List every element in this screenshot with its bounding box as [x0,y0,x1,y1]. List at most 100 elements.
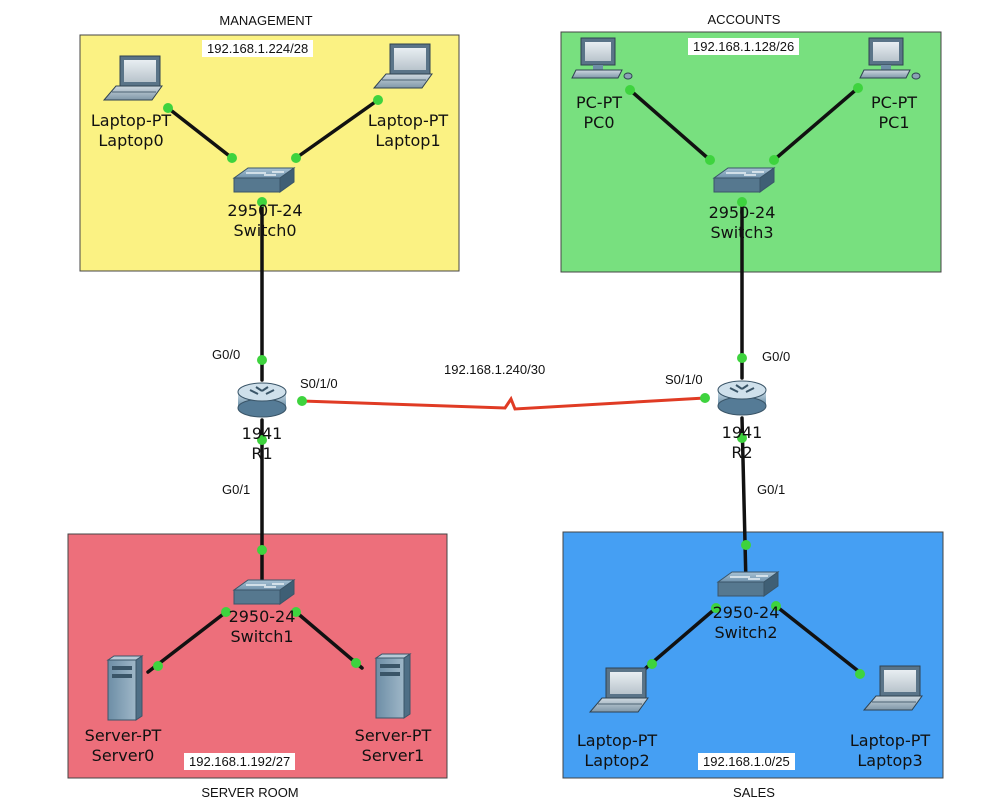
device-model: 1941 [241,424,283,443]
device-name: Laptop3 [857,751,923,770]
area-title-management: MANAGEMENT [219,13,313,28]
device-model: PC-PT [870,93,917,112]
device-label-switch2: 2950-24 Switch2 [671,603,821,643]
device-model: PC-PT [575,93,622,112]
port-dot [227,153,237,163]
port-dot [257,435,267,445]
subnet-note-management: 192.168.1.224/28 [202,40,314,57]
device-label-pc0: PC-PT PC0 [524,93,674,133]
router-icon[interactable] [237,382,287,418]
port-dot [737,433,747,443]
link-r2-switch2 [740,416,748,586]
port-dot [257,355,267,365]
link-pc0-switch3 [628,88,712,162]
device-model: 2950-24 [712,603,780,622]
subnet-note-sales: 192.168.1.0/25 [698,753,795,770]
device-label-server0: Server-PT Server0 [48,726,198,766]
port-dot [769,155,779,165]
link-pc1-switch3 [772,86,860,162]
port-dot [705,155,715,165]
port-dot [257,197,267,207]
device-label-switch0: 2950T-24 Switch0 [190,201,340,241]
port-dot [221,607,231,617]
device-model: Server-PT [354,726,432,745]
device-label-laptop0: Laptop-PT Laptop0 [56,111,206,151]
device-label-r1: 1941 R1 [187,424,337,464]
port-dot [291,607,301,617]
area-title-server-room: SERVER ROOM [201,785,299,800]
link-switch2-laptop3 [774,604,864,676]
subnet-note-server-room: 192.168.1.192/27 [184,753,296,770]
device-label-laptop1: Laptop-PT Laptop1 [333,111,483,151]
device-model: 2950-24 [708,203,776,222]
device-label-r2: 1941 R2 [667,423,817,463]
device-name: Switch2 [714,623,778,642]
device-model: 1941 [721,423,763,442]
port-dot [771,601,781,611]
port-dot [373,95,383,105]
device-name: Switch1 [230,627,294,646]
device-name: Laptop0 [98,131,164,150]
device-name: PC0 [583,113,615,132]
port-label-r2-g00: G0/0 [762,349,791,364]
device-model: Server-PT [84,726,162,745]
link-switch1-server1 [294,610,364,670]
switch-icon[interactable] [717,571,779,597]
link-switch2-laptop2 [644,606,718,670]
device-model: 2950T-24 [227,201,303,220]
serial-link-r1-r2 [301,395,706,411]
device-model: 2950-24 [228,607,296,626]
device-name: Switch3 [710,223,774,242]
port-dot [163,103,173,113]
port-dot [297,396,307,406]
switch-icon[interactable] [233,579,295,605]
port-dot [647,659,657,669]
port-dot [257,545,267,555]
device-label-laptop3: Laptop-PT Laptop3 [815,731,965,771]
port-status-dots [153,83,865,679]
device-name: R1 [251,444,273,463]
device-name: Laptop1 [375,131,441,150]
links [146,86,864,676]
port-dot [853,83,863,93]
device-label-pc1: PC-PT PC1 [819,93,969,133]
router-icon[interactable] [717,380,767,416]
port-dot [855,669,865,679]
port-label-r2-g01: G0/1 [757,482,786,497]
area-title-sales: SALES [733,785,775,800]
device-label-laptop2: Laptop-PT Laptop2 [542,731,692,771]
link-laptop1-switch0 [294,98,380,160]
switch-icon[interactable] [233,167,295,193]
port-dot [625,85,635,95]
device-name: PC1 [878,113,910,132]
device-name: R2 [731,443,753,462]
subnet-note-accounts: 192.168.1.128/26 [688,38,800,55]
device-label-switch3: 2950-24 Switch3 [667,203,817,243]
server-icon[interactable] [107,655,143,721]
port-dot [153,661,163,671]
port-label-r1-g01: G0/1 [222,482,251,497]
port-label-r2-s010: S0/1/0 [665,372,703,387]
device-name: Switch0 [233,221,297,240]
link-laptop0-switch0 [166,106,234,160]
device-name: Server1 [361,746,425,765]
switch-icon[interactable] [713,167,775,193]
device-model: Laptop-PT [367,111,449,130]
area-title-accounts: ACCOUNTS [707,12,781,27]
port-dot [351,658,361,668]
server-icon[interactable] [375,653,411,719]
device-name: Laptop2 [584,751,650,770]
device-model: Laptop-PT [576,731,658,750]
port-dot [741,540,751,550]
device-label-switch1: 2950-24 Switch1 [187,607,337,647]
device-model: Laptop-PT [90,111,172,130]
port-dot [291,153,301,163]
port-dot [737,197,747,207]
port-dot [737,353,747,363]
port-label-r1-s010: S0/1/0 [300,376,338,391]
port-label-r1-g00: G0/0 [212,347,241,362]
device-label-server1: Server-PT Server1 [318,726,468,766]
device-model: Laptop-PT [849,731,931,750]
wan-subnet-label: 192.168.1.240/30 [444,362,546,377]
